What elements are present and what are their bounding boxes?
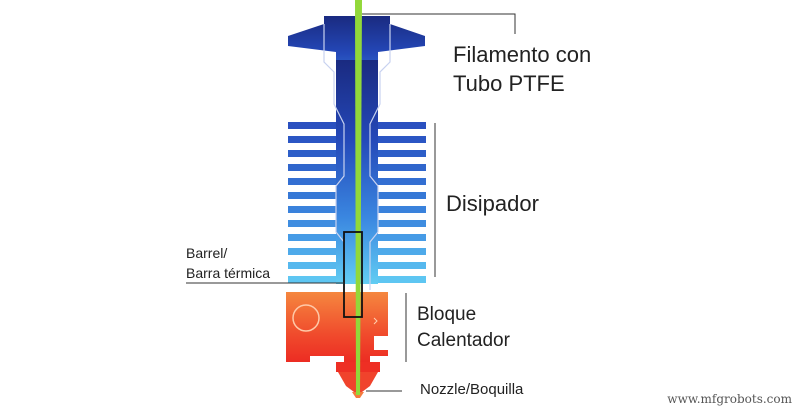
block-label-line1: Bloque: [417, 304, 477, 325]
heatsink-bore-outline: [323, 24, 391, 290]
heater-cartridge-hole: [292, 304, 320, 332]
leader-lines: [186, 13, 516, 392]
nozzle-label: Nozzle/Boquilla: [420, 381, 524, 398]
watermark: www.mfgrobots.com: [667, 392, 792, 406]
barrel-label-line2: Barra térmica: [186, 265, 271, 281]
heater-block: [286, 292, 388, 364]
filament: [355, 0, 362, 395]
filament-label-line2: Tubo PTFE: [453, 71, 565, 96]
filament-label-line1: Filamento con: [453, 42, 592, 67]
heatsink-label: Disipador: [446, 191, 539, 216]
barrel-label-line1: Barrel/: [186, 245, 228, 261]
block-label-line2: Calentador: [417, 330, 510, 351]
barrel-outline: [343, 231, 363, 318]
